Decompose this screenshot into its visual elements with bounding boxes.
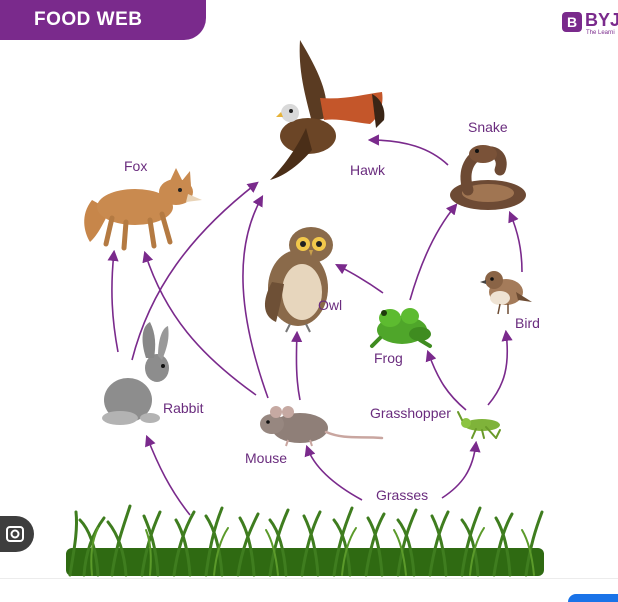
corner-tab[interactable] — [568, 594, 618, 602]
arrow-frog-owl — [335, 263, 384, 294]
arrow-mouse-hawk — [242, 195, 269, 399]
rabbit-icon — [102, 322, 169, 425]
lens-search-icon — [6, 526, 24, 542]
label-grasses: Grasses — [376, 487, 429, 503]
page-title: FOOD WEB — [34, 9, 143, 30]
arrow-rabbit-fox — [107, 249, 119, 353]
byjus-logo: B BYJU The Learni — [562, 10, 618, 40]
snake-icon — [450, 145, 526, 210]
logo-word: BYJU — [585, 10, 618, 30]
arrow-rabbit-hawk — [131, 181, 259, 361]
lens-search-button[interactable] — [0, 516, 34, 552]
label-snake: Snake — [468, 119, 508, 135]
arrow-mouse-owl — [291, 330, 303, 401]
arrow-frog-snake — [409, 203, 458, 301]
arrow-bird-snake — [508, 210, 523, 273]
mouse-icon — [260, 406, 384, 447]
arrow-grasshopper-bird — [487, 329, 513, 406]
logo-tagline: The Learni — [586, 30, 615, 36]
arrow-grasses-rabbit — [145, 434, 191, 516]
arrow-grasses-grasshopper — [441, 440, 481, 499]
bottom-strip — [0, 578, 618, 601]
owl-icon — [264, 227, 333, 333]
label-fox: Fox — [124, 158, 148, 174]
label-rabbit: Rabbit — [163, 400, 204, 416]
arrow-grasses-mouse — [304, 444, 363, 501]
arrow-grasshopper-frog — [425, 349, 467, 411]
logo-mark: B — [562, 12, 582, 32]
label-grasshopper: Grasshopper — [370, 405, 451, 421]
arrow-snake-hawk — [367, 134, 449, 166]
label-owl: Owl — [318, 297, 343, 313]
grass-illustration — [66, 504, 544, 577]
grasshopper-icon — [457, 411, 501, 439]
arrow-mouse-fox — [142, 250, 257, 396]
hawk-icon — [270, 40, 385, 180]
fox-icon — [84, 168, 202, 251]
label-mouse: Mouse — [245, 450, 288, 466]
frog-icon — [370, 308, 432, 348]
label-hawk: Hawk — [350, 162, 386, 178]
title-banner: FOOD WEB — [0, 0, 206, 40]
bird-icon — [480, 271, 532, 315]
label-bird: Bird — [515, 315, 540, 331]
label-frog: Frog — [374, 350, 403, 366]
